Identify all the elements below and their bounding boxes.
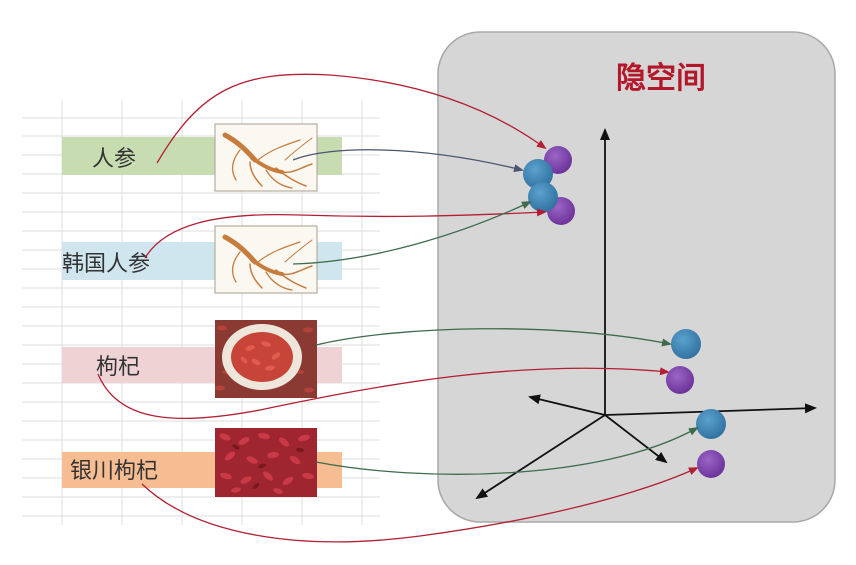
arrow-text-ginseng [156, 73, 547, 164]
arrow-text-goji [97, 367, 670, 420]
ginseng-image-1 [214, 123, 318, 192]
arrow-image-goji [315, 328, 672, 347]
item-label-4: 银川枸杞 [70, 459, 158, 484]
image-point-goji [671, 329, 701, 359]
latent-space-title: 隐空间 [616, 61, 706, 96]
arrow-image-yinchuan-goji [315, 427, 699, 475]
item-label-1: 人参 [92, 147, 136, 172]
item-label-3: 枸杞 [96, 355, 140, 380]
item-label-2: 韩国人参 [62, 252, 150, 277]
axis-down-left [475, 414, 606, 500]
ginseng-image-2 [214, 225, 318, 294]
arrow-image-ginseng [292, 149, 524, 172]
arrow-text-korean-ginseng [144, 208, 547, 259]
image-point-ginseng [523, 159, 553, 189]
axis-down-right [604, 414, 668, 464]
arrow-text-yinchuan-goji [141, 467, 699, 543]
goji-bowl-image [215, 320, 317, 398]
text-point-goji [666, 366, 694, 394]
image-point-yinchuan-goji [696, 409, 726, 439]
axes [475, 128, 817, 500]
goji-berries-image [215, 428, 317, 497]
image-point-korean-ginseng [528, 182, 558, 212]
arrow-image-korean-ginseng [292, 201, 532, 265]
text-point-yinchuan-goji [697, 450, 725, 478]
latent-space-panel [437, 31, 836, 523]
axis-left [528, 394, 606, 416]
